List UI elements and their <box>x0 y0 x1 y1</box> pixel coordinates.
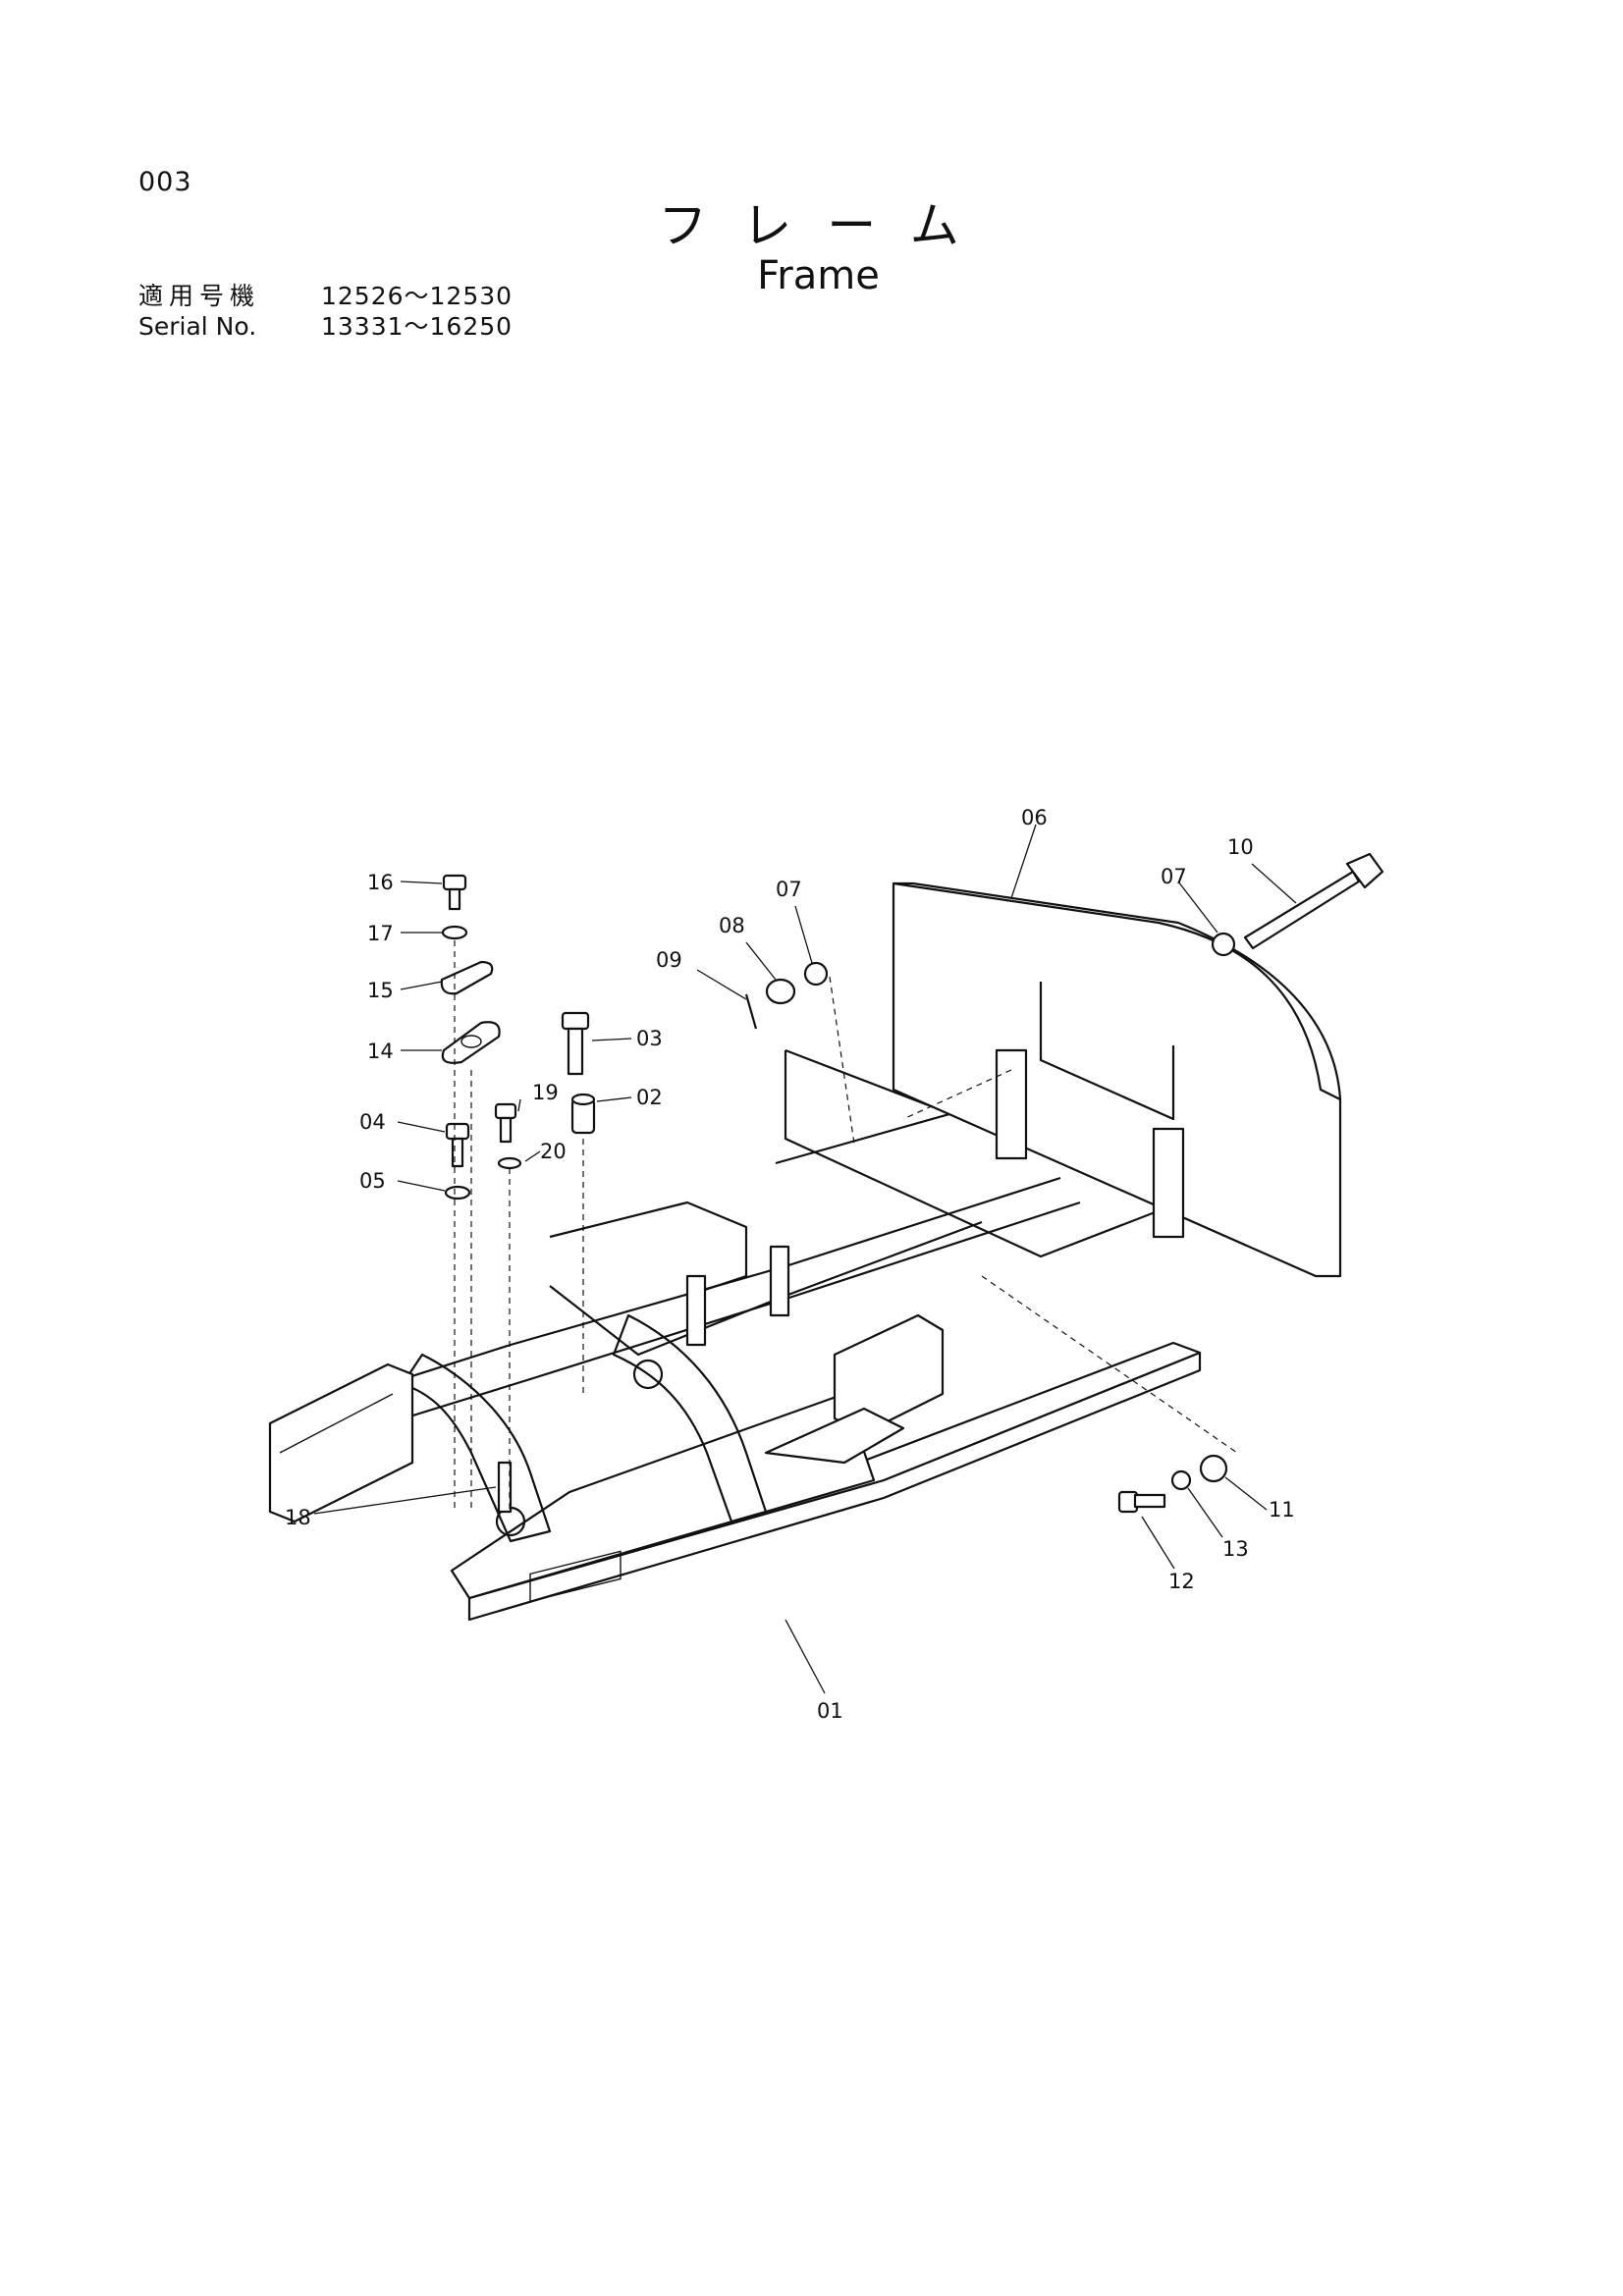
callout-11: 11 <box>1269 1498 1295 1522</box>
boom-foot-right <box>612 1313 768 1523</box>
callout-18: 18 <box>285 1506 311 1529</box>
inner-cross-member-1 <box>549 1201 748 1298</box>
frame-rear-wall <box>784 1050 1194 1258</box>
callout-07b: 07 <box>1161 865 1187 888</box>
front-bracket <box>268 1362 414 1523</box>
counterweight-part-06 <box>892 881 1342 1278</box>
page-title-en: Frame <box>757 253 880 298</box>
washer-part-20 <box>497 1156 522 1170</box>
boom-foot-left <box>401 1353 552 1543</box>
serial-label-jp: 適用号機 <box>138 282 261 310</box>
bolt-part-03 <box>561 1011 590 1076</box>
bushing-part-02 <box>570 1093 596 1135</box>
assembly-line-07 <box>829 976 855 1145</box>
callout-08: 08 <box>719 914 745 937</box>
serial-label-en: Serial No. <box>138 312 257 341</box>
callout-05: 05 <box>359 1169 386 1193</box>
bolt-part-04 <box>445 1122 470 1168</box>
page-title-jp: フレーム <box>658 197 995 254</box>
serial-value-en: 13331〜16250 <box>321 312 514 341</box>
callout-03: 03 <box>636 1027 663 1050</box>
washer-part-07b <box>1211 932 1236 957</box>
callout-14: 14 <box>367 1040 394 1063</box>
serial-value-jp: 12526〜12530 <box>321 282 514 310</box>
callout-09: 09 <box>656 948 682 972</box>
assembly-line-06 <box>902 1069 1012 1120</box>
callout-19: 19 <box>532 1081 559 1104</box>
callout-02: 02 <box>636 1086 663 1109</box>
frame-post-1 <box>685 1274 707 1347</box>
callout-12: 12 <box>1168 1570 1195 1593</box>
callout-13: 13 <box>1222 1537 1249 1561</box>
center-block <box>833 1313 945 1435</box>
callout-01: 01 <box>817 1699 843 1723</box>
washer-part-13 <box>1170 1469 1192 1491</box>
leader-lines <box>313 824 1297 1694</box>
callout-07a: 07 <box>776 878 802 901</box>
flange-part-14 <box>441 1021 501 1064</box>
callout-16: 16 <box>367 871 394 894</box>
frame-post-2 <box>769 1245 790 1317</box>
main-frame-part-01 <box>268 1048 1202 1622</box>
pin-part-09 <box>744 993 758 1030</box>
center-block-2 <box>764 1407 905 1465</box>
bolt-part-10 <box>1243 852 1384 950</box>
counterweight-bracket-2 <box>1152 1127 1185 1239</box>
nut-part-08 <box>765 978 796 1005</box>
frame-plate-window <box>529 1550 622 1603</box>
counterweight-body <box>892 881 1342 1278</box>
frame-exploded-diagram: 16 17 15 14 04 05 03 02 19 20 09 08 07 0… <box>268 806 1384 1723</box>
plate-part-15 <box>440 960 494 995</box>
washer-part-17 <box>441 925 468 940</box>
frame-top-plate <box>450 1392 876 1600</box>
assembly-line-11 <box>981 1275 1238 1454</box>
washer-part-05 <box>444 1185 471 1201</box>
counterweight-bracket-1 <box>995 1048 1028 1160</box>
serial-row-en: Serial No. 13331〜16250 <box>138 311 513 342</box>
flange-hole <box>460 1035 482 1048</box>
callout-04: 04 <box>359 1110 386 1134</box>
bolt-part-12 <box>1117 1490 1166 1514</box>
boom-pin-boss-right <box>632 1359 664 1390</box>
callout-20: 20 <box>540 1140 567 1163</box>
washer-part-07a <box>803 961 829 987</box>
serial-block: 適用号機 12526〜12530 Serial No. 13331〜16250 <box>138 281 513 342</box>
counterweight-recess <box>1039 982 1175 1121</box>
callout-06: 06 <box>1021 806 1048 829</box>
bolt-part-19 <box>494 1102 517 1144</box>
serial-row-jp: 適用号機 12526〜12530 <box>138 281 513 311</box>
page-number: 003 <box>138 167 192 197</box>
front-bracket-line <box>279 1393 394 1454</box>
callout-15: 15 <box>367 979 394 1002</box>
pin-part-18 <box>497 1461 513 1514</box>
callout-10: 10 <box>1227 835 1254 859</box>
callout-17: 17 <box>367 922 394 945</box>
counterweight-top-edge <box>893 881 1341 1100</box>
bolt-part-16 <box>442 874 467 911</box>
spacer-part-11 <box>1199 1454 1228 1483</box>
